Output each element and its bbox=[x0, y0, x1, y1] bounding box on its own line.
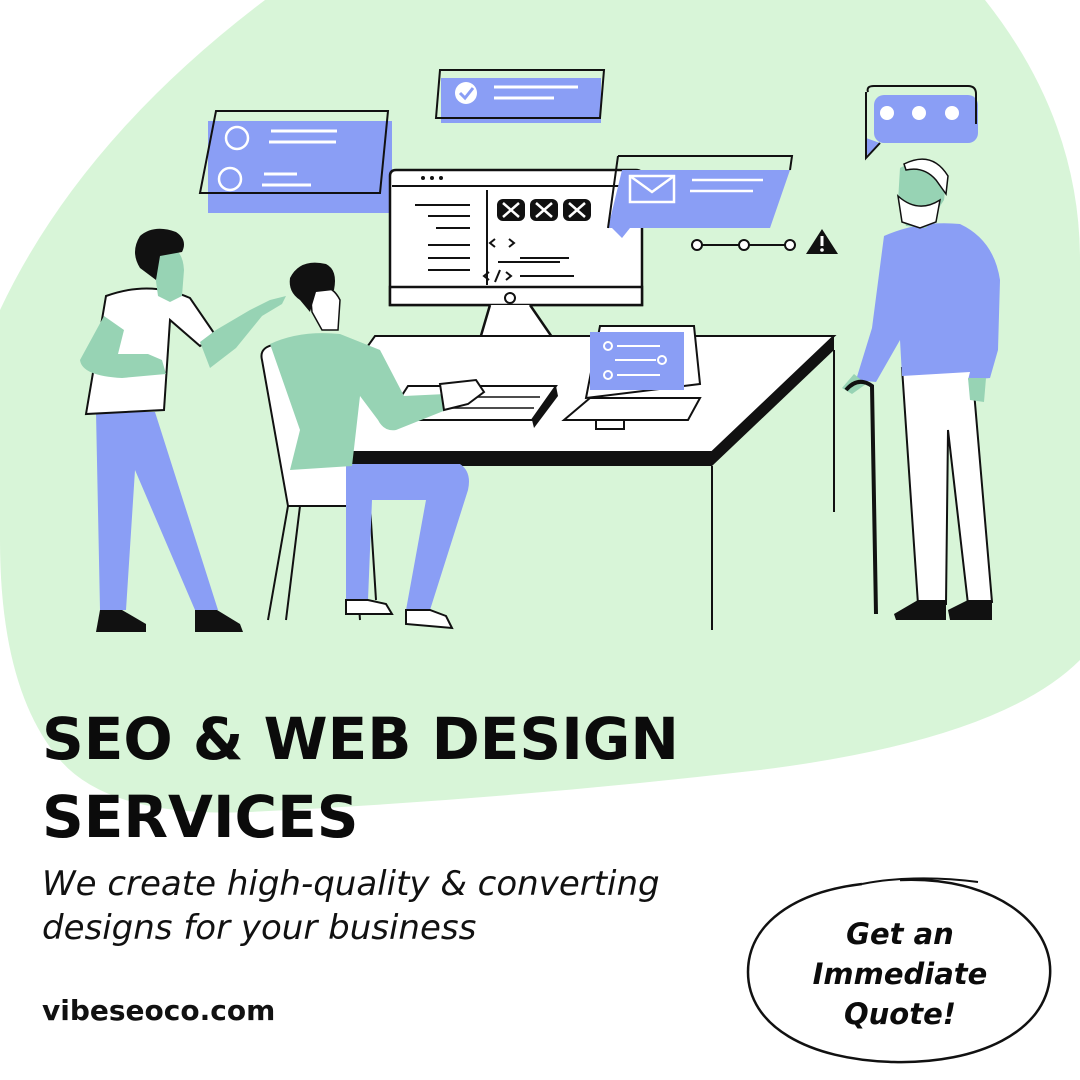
quote-line-1: Get an bbox=[846, 917, 954, 951]
standing-man bbox=[80, 228, 286, 632]
tagline: We create high-quality & converting desi… bbox=[42, 862, 660, 950]
tagline-line-2: designs for your business bbox=[42, 908, 477, 948]
quote-oval-outline bbox=[746, 877, 1052, 1064]
get-quote-button[interactable]: Get an Immediate Quote! bbox=[742, 872, 1058, 1068]
headline-line-2: SERVICES bbox=[42, 783, 359, 851]
headline: SEO & WEB DESIGN SERVICES bbox=[42, 700, 679, 856]
chat-dots-icon bbox=[865, 85, 978, 161]
elderly-man bbox=[842, 158, 1000, 620]
seated-man bbox=[270, 262, 486, 630]
website-link[interactable]: vibeseoco.com bbox=[42, 994, 276, 1027]
headline-line-1: SEO & WEB DESIGN bbox=[42, 705, 679, 773]
quote-text: Get an Immediate Quote! bbox=[782, 914, 1018, 1034]
quote-line-2: Immediate bbox=[812, 957, 988, 991]
checklist-card bbox=[434, 69, 606, 123]
tablet bbox=[561, 325, 702, 430]
warning-icon bbox=[806, 229, 838, 254]
code-icon bbox=[482, 238, 516, 283]
tagline-line-1: We create high-quality & converting bbox=[42, 864, 660, 904]
check-icon bbox=[455, 82, 477, 104]
profile-card bbox=[198, 110, 392, 213]
quote-line-3: Quote! bbox=[844, 997, 956, 1031]
progress-slider bbox=[691, 239, 796, 251]
mail-icon bbox=[628, 174, 676, 204]
close-icon bbox=[497, 199, 591, 221]
email-card bbox=[607, 155, 794, 238]
